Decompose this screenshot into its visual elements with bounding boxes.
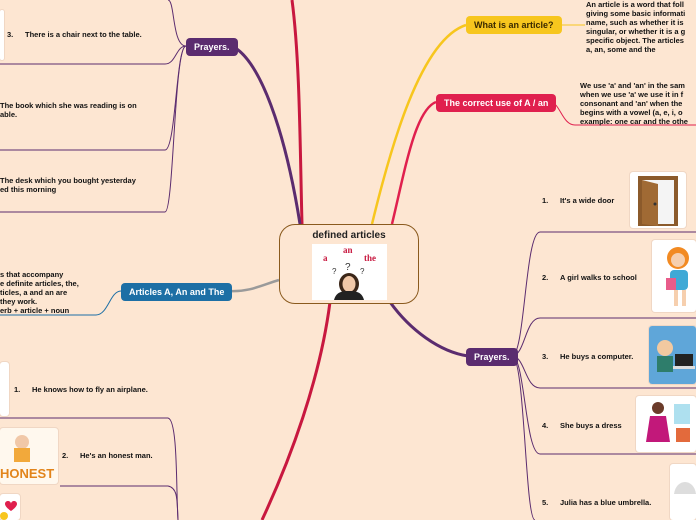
honest-image: HONEST (0, 428, 58, 484)
right-prayer-item-5[interactable]: 5.Julia has a blue umbrella. (542, 498, 652, 507)
teacher-thinking-image: a an the ? ? ? (312, 244, 387, 300)
word-the: the (364, 253, 376, 263)
left-prayer-item-3[interactable]: 3.There is a chair next to the table. (7, 30, 142, 39)
central-topic[interactable]: defined articles a an the ? ? ? (279, 224, 419, 304)
right-prayer-item-1[interactable]: 1.It's a wide door (542, 196, 615, 205)
bottom-left-item-1[interactable]: 1.He knows how to fly an airplane. (14, 385, 148, 394)
right-prayer-item-3[interactable]: 3.He buys a computer. (542, 352, 634, 361)
svg-text:?: ? (332, 267, 337, 276)
right-prayer-item-2[interactable]: 2.A girl walks to school (542, 273, 637, 282)
left-prayer-desk-text[interactable]: The desk which you bought yesterday ed t… (0, 176, 136, 194)
question-mark: ? (345, 262, 351, 273)
correct-use-text: We use 'a' and 'an' in the sam when we u… (580, 81, 688, 126)
svg-text:?: ? (360, 267, 365, 276)
heart-image (0, 494, 20, 520)
umbrella-image (670, 464, 696, 520)
dress-shopping-image (636, 396, 696, 452)
purple-branch-right (388, 301, 469, 358)
yellow-branch (370, 23, 467, 225)
correct-use-topic[interactable]: The correct use of A / an (436, 94, 557, 112)
airplane-image (0, 362, 9, 416)
left-prayers-topic[interactable]: Prayers. (186, 38, 238, 56)
right-prayers-topic[interactable]: Prayers. (466, 348, 518, 366)
computer-image (649, 326, 696, 384)
word-an: an (343, 245, 353, 255)
pink-branch (390, 100, 437, 225)
door-image (630, 172, 686, 228)
right-prayer-item-4[interactable]: 4.She buys a dress (542, 421, 622, 430)
grey-branch (229, 278, 280, 293)
what-is-article-text: An article is a word that foll giving so… (586, 0, 686, 54)
left-prayer-book-text[interactable]: The book which she was reading is on abl… (0, 101, 137, 119)
bottom-left-item-2[interactable]: 2.He's an honest man. (62, 451, 153, 460)
girl-walking-image (652, 240, 696, 312)
articles-text: s that accompany e definite articles, th… (0, 270, 79, 315)
left-edge-image (0, 10, 4, 60)
purple-branch-left (231, 44, 302, 225)
word-a: a (323, 253, 328, 263)
articles-topic[interactable]: Articles A, An and The (121, 283, 233, 301)
crimson-branch-top (290, 0, 304, 225)
central-topic-title: defined articles (312, 230, 386, 241)
honest-word: HONEST (0, 466, 54, 481)
crimson-branch-bottom (260, 301, 332, 520)
what-is-article-topic[interactable]: What is an article? (466, 16, 562, 34)
